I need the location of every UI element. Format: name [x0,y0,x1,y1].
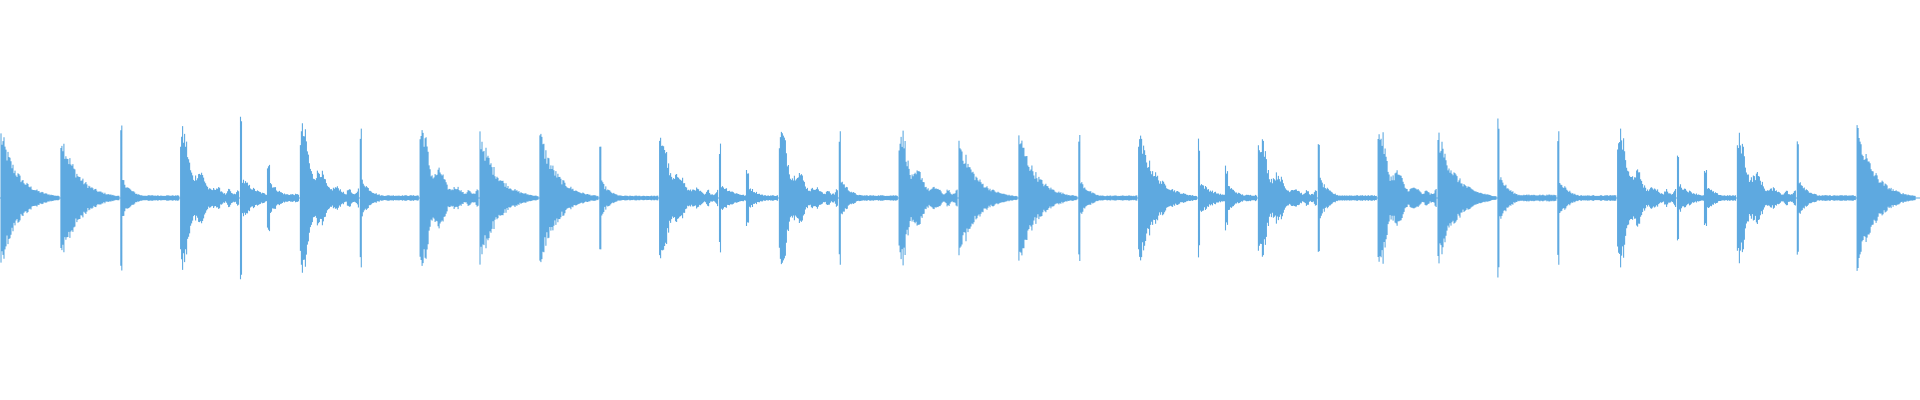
waveform-bars [0,116,1920,280]
